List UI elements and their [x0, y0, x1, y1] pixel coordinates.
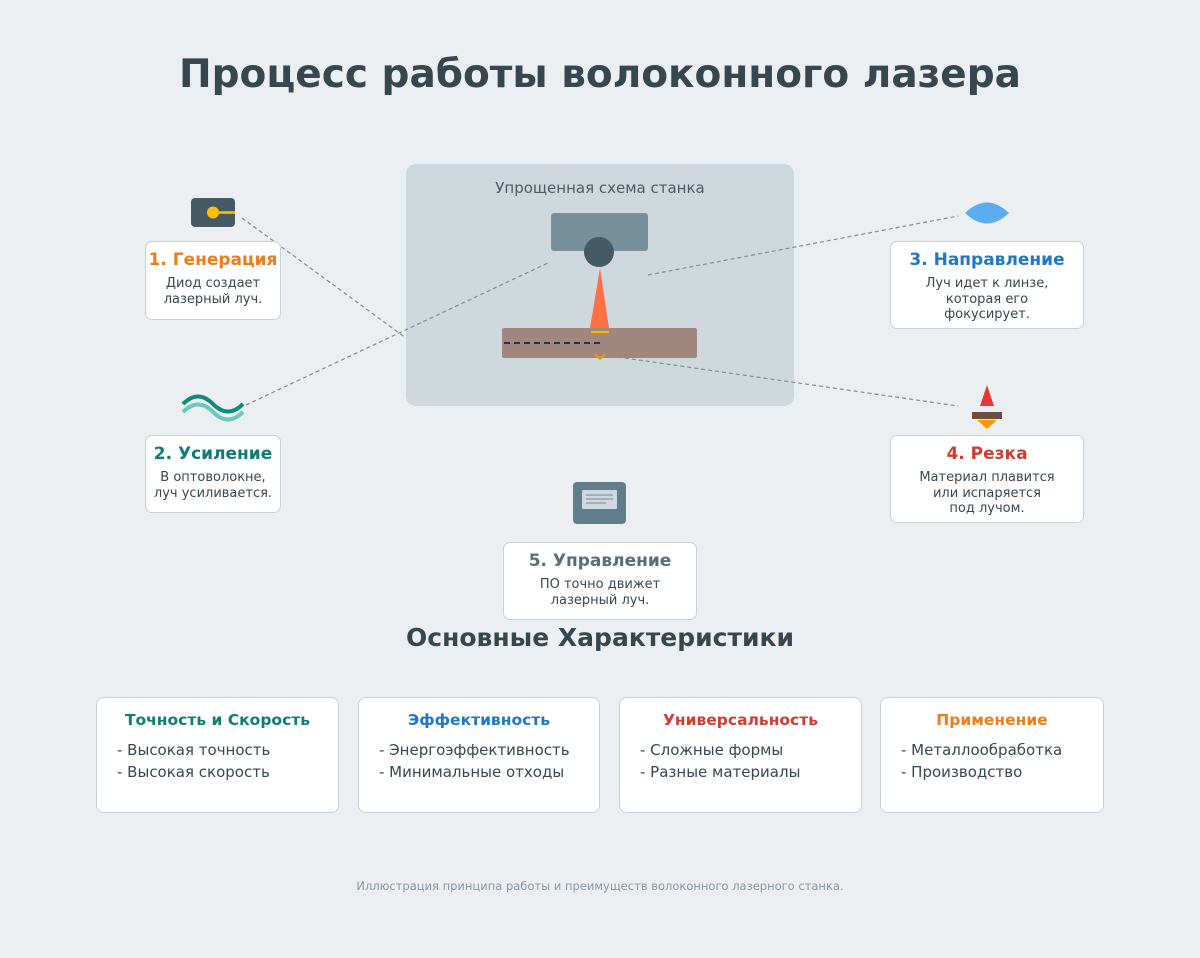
step-title: 2. Усиление — [153, 444, 273, 464]
cutting-icon — [972, 385, 1002, 429]
feature-title: Эффективность — [407, 711, 551, 729]
step-title: 5. Управление — [528, 551, 672, 571]
laser-beam-graphic — [590, 268, 609, 361]
laser-beam — [590, 268, 609, 328]
cut-line — [504, 342, 600, 344]
connector-direction — [647, 215, 959, 276]
step-description: В оптоволокне, луч усиливается. — [153, 470, 273, 501]
feature-card-efficiency: Эффективность - Энергоэффективность - Ми… — [358, 697, 600, 813]
step-title: 3. Направление — [909, 250, 1065, 270]
laser-diode-icon — [191, 198, 235, 227]
feature-title: Точность и Скорость — [124, 711, 311, 729]
step-title: 1. Генерация — [148, 250, 278, 270]
control-screen-icon — [573, 482, 626, 524]
feature-item: - Минимальные отходы — [379, 763, 565, 781]
step-card-control: 5. Управление ПО точно движет лазерный л… — [503, 542, 697, 620]
step-description: Материал плавится или испаряется под луч… — [919, 470, 1055, 516]
step-card-cutting: 4. Резка Материал плавится или испаряетс… — [890, 435, 1084, 523]
feature-item: - Разные материалы — [640, 763, 801, 781]
step-card-generation: 1. Генерация Диод создает лазерный луч. — [145, 241, 281, 320]
connector-generation — [241, 217, 407, 339]
step-description: Луч идет к линзе, которая его фокусирует… — [925, 276, 1049, 322]
feature-title: Применение — [936, 711, 1048, 729]
step-title: 4. Резка — [946, 444, 1028, 464]
lens-icon — [965, 202, 1009, 224]
feature-item: - Высокая скорость — [117, 763, 270, 781]
step-card-amplification: 2. Усиление В оптоволокне, луч усиливает… — [145, 435, 281, 513]
focus-lens — [584, 237, 614, 267]
footer-caption: Иллюстрация принципа работы и преимущест… — [356, 879, 844, 893]
feature-card-application: Применение - Металлообработка - Производ… — [880, 697, 1104, 813]
feature-item: - Металлообработка — [901, 741, 1063, 759]
feature-item: - Производство — [901, 763, 1023, 781]
feature-card-versatility: Универсальность - Сложные формы - Разные… — [619, 697, 862, 813]
feature-card-precision: Точность и Скорость - Высокая точность -… — [96, 697, 339, 813]
feature-item: - Энергоэффективность — [379, 741, 570, 759]
features-heading: Основные Характеристики — [406, 623, 794, 652]
connector-cutting — [617, 356, 959, 407]
feature-item: - Высокая точность — [117, 741, 271, 759]
fiber-wave-icon — [181, 394, 245, 422]
machine-caption: Упрощенная схема станка — [495, 179, 705, 197]
step-card-direction: 3. Направление Луч идет к линзе, которая… — [890, 241, 1084, 329]
spark-mark — [594, 353, 606, 361]
feature-item: - Сложные формы — [640, 741, 784, 759]
feature-title: Универсальность — [662, 711, 819, 729]
step-description: ПО точно движет лазерный луч. — [539, 577, 661, 608]
connector-amplification — [245, 261, 551, 406]
step-description: Диод создает лазерный луч. — [163, 276, 263, 307]
machine-schematic: Упрощенная схема станка — [406, 164, 794, 406]
page-title: Процесс работы волоконного лазера — [179, 52, 1021, 97]
